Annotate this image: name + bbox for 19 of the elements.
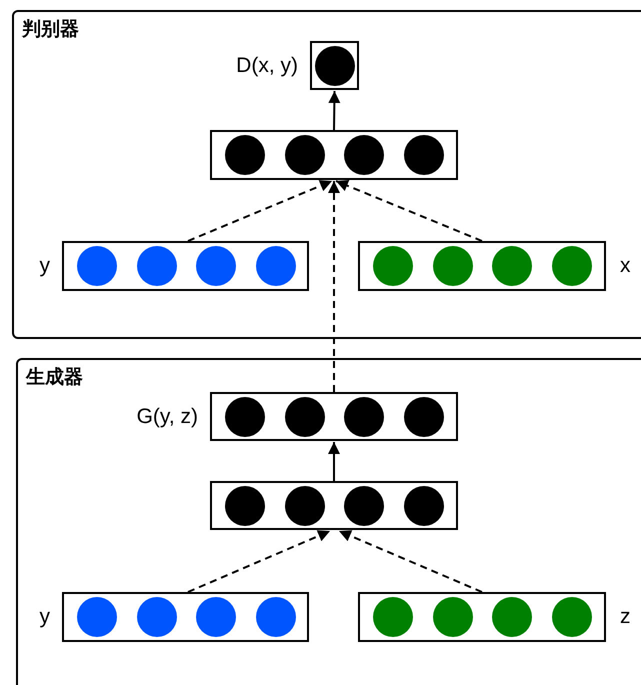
arrow: [338, 530, 482, 593]
layer-label: y: [40, 605, 50, 629]
arrow: [188, 180, 332, 242]
panel-title: 生成器: [26, 366, 83, 390]
layer-label: D(x, y): [236, 54, 298, 78]
layer-label: G(y, z): [136, 404, 198, 428]
arrow: [328, 90, 340, 130]
layer-label: y: [40, 254, 50, 278]
panel-frame: [16, 358, 641, 685]
panel-title: 判别器: [22, 18, 79, 42]
arrow: [188, 530, 330, 593]
neuron-layer: [210, 481, 458, 530]
panel-frame: [12, 10, 641, 339]
arrow: [328, 442, 340, 481]
arrow: [328, 181, 340, 392]
neuron-layer: [210, 130, 458, 180]
layer-label: x: [620, 254, 630, 278]
layer-label: z: [620, 605, 630, 629]
arrow: [336, 180, 482, 242]
